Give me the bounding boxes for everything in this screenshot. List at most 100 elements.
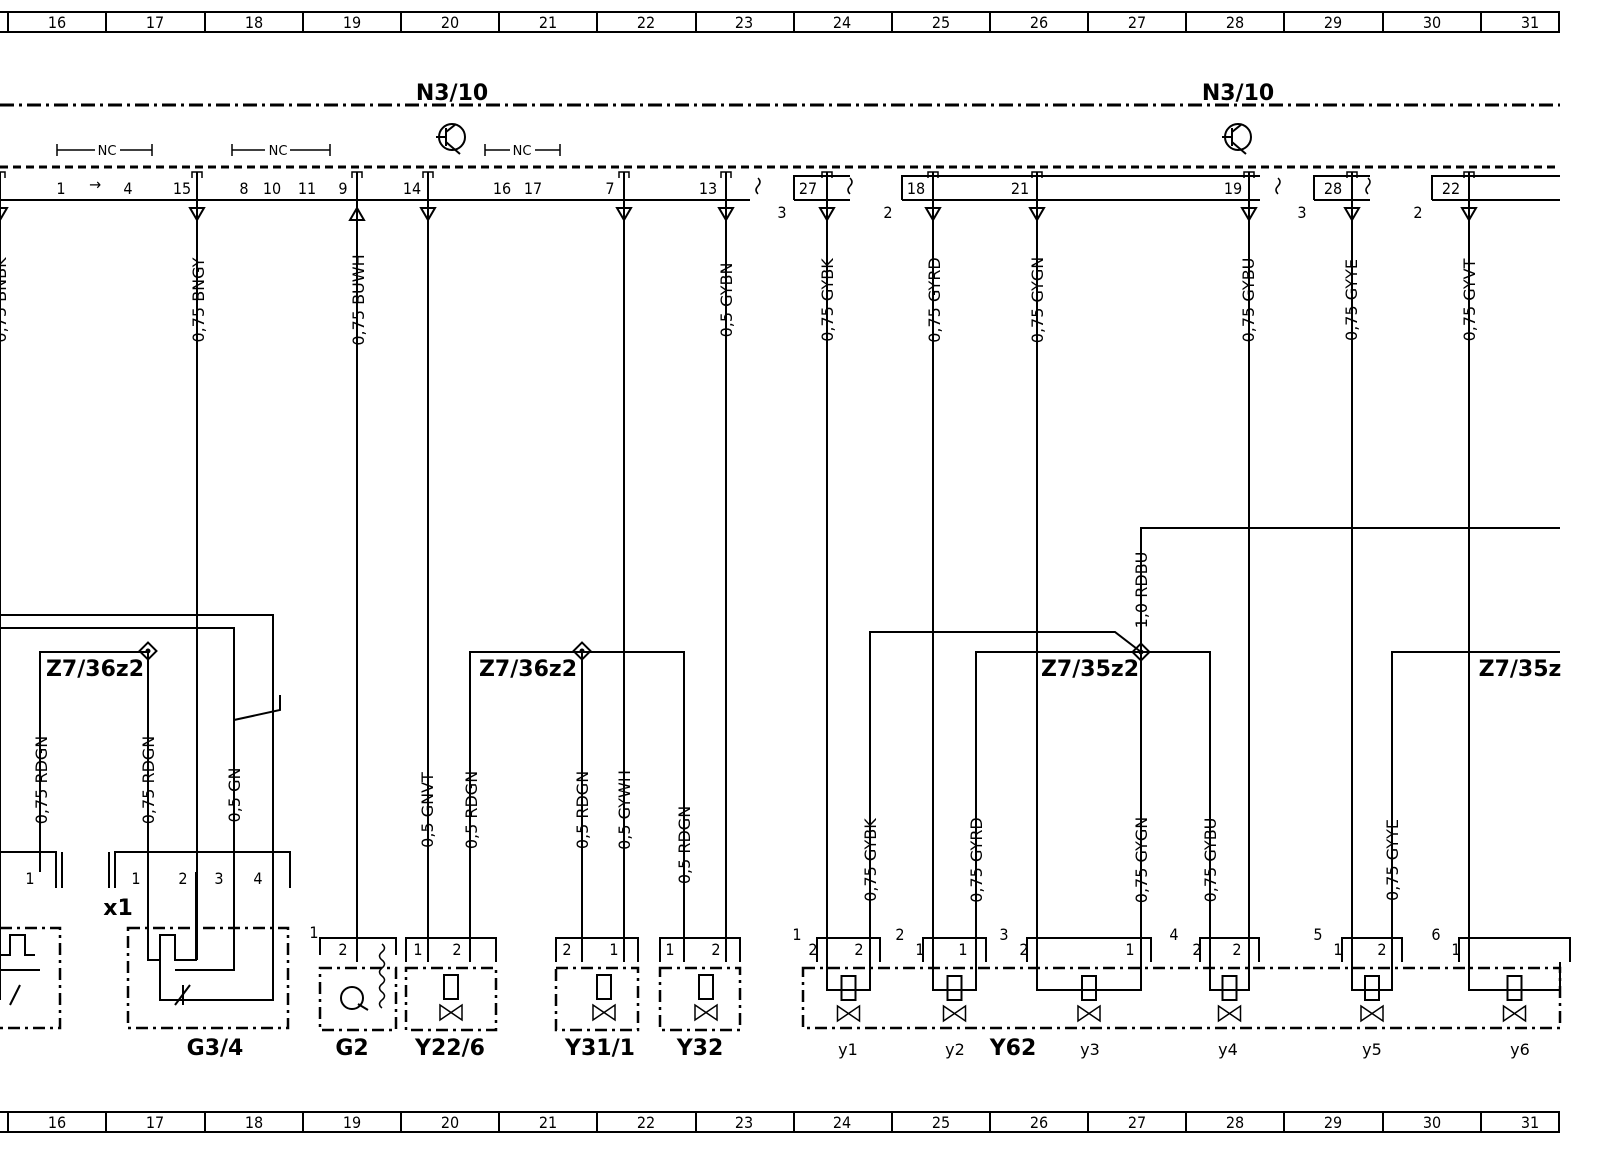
pin-number: 21 [1011,179,1029,198]
pin-number: 15 [173,179,191,198]
connector-housing [1199,937,1260,962]
connector-housing [1026,937,1152,962]
grid-num-bottom: 20 [441,1113,459,1132]
connector-housing [1341,937,1403,962]
wire-label: 0,75 GYBK [818,258,837,342]
pin-number: 2 [1232,940,1241,959]
component-label: G2 [335,1036,368,1061]
pin-number: 9 [338,179,347,198]
pin-number: 7 [605,179,614,198]
wire-label: 0,75 BNGY [189,257,208,342]
pin-number: 1 [1125,940,1134,959]
grid-num-top: 21 [539,13,557,32]
valve-label: y6 [1510,1040,1530,1059]
grid-num-top: 16 [48,13,66,32]
grid-num-top: 30 [1423,13,1441,32]
component-label: Y31/1 [564,1036,635,1061]
module-label-n3-10: N3/10 [416,81,488,106]
valve-icon [1360,1004,1384,1023]
shield-mark [847,177,853,195]
pin-number: 13 [699,179,717,198]
nc-label: NC [269,144,288,159]
valve-label: y1 [838,1040,858,1059]
wire-label: 0,75 RDGN [139,736,158,825]
valve-coil-icon [1506,975,1523,1001]
arrow-down-icon [924,207,942,222]
valve-coil-wire [1468,962,1561,991]
grid-num-top: 27 [1128,13,1146,32]
connector-housing [1458,937,1571,962]
valve-block-y62 [801,966,1562,1030]
pin-stub [927,171,939,178]
wire-label: 0,5 GN [225,768,244,823]
pin-number: 1 [609,940,618,959]
arrow-down-icon [1240,207,1258,222]
wire-label: 0,75 GYGN [1132,817,1151,903]
wire-label: 0,75 GYBU [1239,258,1258,343]
pin-stub [720,171,732,178]
grid-bar-top [0,11,1560,33]
pin-stub [1463,171,1475,178]
grid-num-top: 17 [146,13,164,32]
arrow-down-icon [615,207,633,222]
pin-stub [422,171,434,178]
pin-number: 1 [915,940,924,959]
arrow-down-icon [1028,207,1046,222]
connector-housing [1431,175,1560,200]
top-wire-group [0,171,1478,1000]
valve-icon [1217,1004,1242,1023]
arrow-down-icon [0,207,9,222]
pin-number: 1 [1333,940,1342,959]
wire-label: 0,75 GYYE [1342,259,1361,341]
grid-num-top: 25 [932,13,950,32]
wire-label: 0,75 BUWH [349,254,368,345]
connector-x1 [0,851,291,888]
ground-point-label: Z7/36z2 [479,657,577,682]
grid-num-top: 31 [1521,13,1539,32]
grid-bar-bottom [0,1111,1560,1133]
grid-num-bottom: 16 [48,1113,66,1132]
wire-label: 0,75 GYYE [1383,819,1402,901]
ground-wires [39,631,1560,962]
arrow-down-icon [188,207,206,222]
connector-number: 3 [1297,203,1306,222]
ground-point-label: Z7/36z2 [46,657,144,682]
valve-coil-wire [826,962,871,991]
pin-stub [191,171,203,178]
pin-number: 2 [178,869,187,888]
wire-label: 0,5 RDGN [675,806,694,884]
grid-num-bottom: 18 [245,1113,263,1132]
pin-number: 10 [263,179,281,198]
nc-marker [231,144,331,156]
pin-number: 1 [1451,940,1460,959]
valve-group-number: 2 [895,925,904,944]
arrow-down-icon [1460,207,1478,222]
pin-number: 17 [524,179,542,198]
connector-housing [922,937,987,962]
valve-coil-wire [1209,962,1250,991]
grid-num-bottom: 29 [1324,1113,1342,1132]
valve-icon [942,1004,967,1023]
grid-num-top: 29 [1324,13,1342,32]
pin-number: 11 [298,179,316,198]
arrow-down-icon [419,207,437,222]
pin-number: 1 [665,940,674,959]
wire-rdbu [1140,527,1560,652]
pin-number: 2 [1019,940,1028,959]
wire-label: 0,75 GYBU [1201,818,1220,903]
valve-label: y3 [1080,1040,1100,1059]
component-label: Y32 [676,1036,724,1061]
pin-stub [1243,171,1255,178]
valve-icon [1077,1004,1101,1023]
pin-number: 22 [1442,179,1460,198]
transistor-icon [1222,123,1252,155]
valve-group-number: 5 [1313,925,1322,944]
valve-group-number: 6 [1431,925,1440,944]
wire-label: 1,0 RDBU [1132,552,1151,629]
pin-number: 8 [239,179,248,198]
pin-stub [821,171,833,178]
valve-group-number: 4 [1169,925,1178,944]
nc-marker [56,144,153,156]
module-label-n3-10: N3/10 [1202,81,1274,106]
